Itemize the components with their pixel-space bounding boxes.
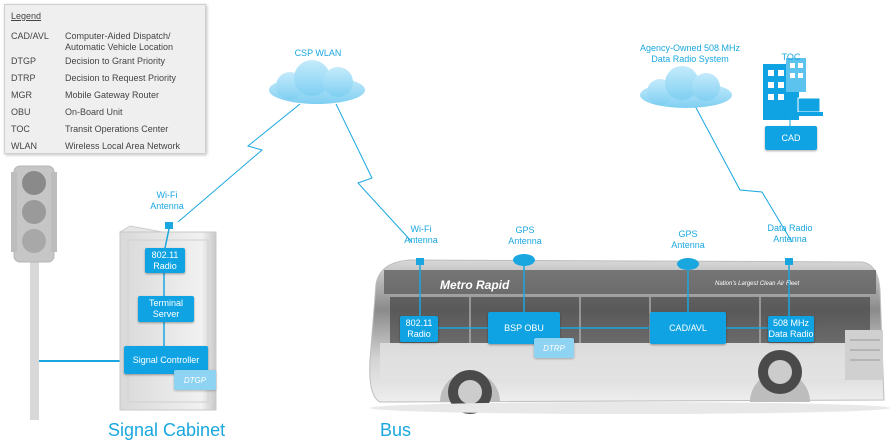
gps-antenna-icon (677, 258, 699, 270)
toc-building-icon (763, 58, 823, 120)
bus-radio-antenna-label: Data Radio Antenna (767, 223, 813, 244)
bus-radio-box: 802.11 Radio (400, 316, 438, 342)
data-radio-box: 508 MHz Data Radio (768, 316, 814, 342)
cabinet-radio-box: 802.11 Radio (145, 248, 185, 273)
dtgp-tag: DTGP (174, 370, 216, 390)
legend-abbr: MGR (11, 90, 32, 100)
legend-abbr: OBU (11, 107, 31, 117)
cabinet-wifi-antenna-icon (165, 222, 173, 229)
csp-wlan-cloud-icon (269, 60, 365, 104)
bus-wifi-antenna-icon (416, 258, 424, 265)
bus-caption: Bus (380, 420, 412, 440)
bus-wlan-link (335, 103, 413, 243)
signal-cabinet-caption: Signal Cabinet (108, 420, 226, 440)
agency-radio-cloud-icon (640, 66, 732, 108)
legend-definition: Wireless Local Area Network (65, 141, 181, 151)
legend-abbr: DTRP (11, 73, 36, 83)
cabinet-wlan-link (177, 103, 301, 223)
legend-definition: Decision to Grant Priority (65, 56, 166, 66)
gps-antenna-label: GPS Antenna (671, 229, 705, 250)
bus-radio-antenna-icon (785, 258, 793, 265)
cad-avl-box: CAD/AVL (650, 312, 726, 344)
csp-wlan-label: CSP WLAN (294, 48, 342, 58)
legend-definition: Decision to Request Priority (65, 73, 177, 83)
bus-radio-link (693, 103, 793, 243)
legend-panel: Legend CAD/AVL Computer-Aided Dispatch/ … (4, 4, 206, 154)
legend-definition: On-Board Unit (65, 107, 123, 117)
bus-livery-slogan: Nation's Largest Clean Air Fleet (715, 281, 800, 287)
gps-antenna-icon (513, 254, 535, 266)
cabinet-wifi-antenna-label: Wi-Fi Antenna (150, 190, 184, 211)
legend-title: Legend (11, 11, 42, 21)
gps-antenna-label: GPS Antenna (508, 225, 542, 246)
bus-livery-name: Metro Rapid (440, 278, 510, 292)
legend-definition: Computer-Aided Dispatch/ Automatic Vehic… (65, 31, 174, 52)
signal-controller-box: Signal Controller (124, 346, 208, 374)
legend-abbr: CAD/AVL (11, 31, 49, 41)
bus-wifi-antenna-label: Wi-Fi Antenna (404, 224, 438, 245)
terminal-server-box: Terminal Server (138, 296, 194, 322)
toc-label: TOC (781, 52, 801, 62)
legend-definition: Mobile Gateway Router (65, 90, 160, 100)
dtrp-tag: DTRP (534, 338, 574, 358)
legend-abbr: DTGP (11, 56, 37, 66)
legend-definition: Transit Operations Center (65, 124, 169, 134)
legend-abbr: TOC (11, 124, 30, 134)
cad-box: CAD (765, 126, 817, 150)
traffic-signal-icon (11, 165, 57, 420)
agency-radio-label: Agency-Owned 508 MHz Data Radio System (639, 43, 741, 64)
legend-abbr: WLAN (11, 141, 38, 151)
